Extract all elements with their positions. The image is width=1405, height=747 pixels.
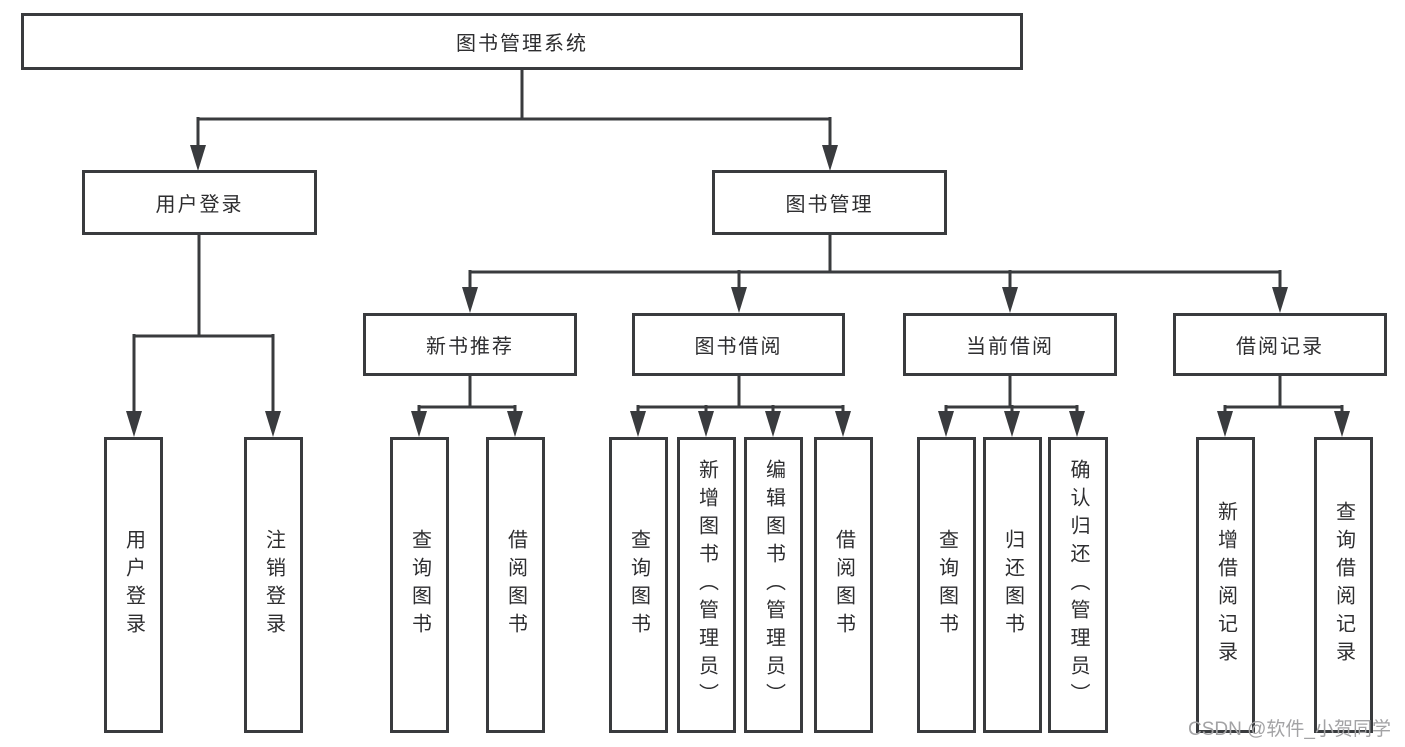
arrow-down-icon — [1069, 411, 1085, 437]
node-book-borrow: 图书借阅 — [632, 313, 845, 376]
leaf-add-borrow-record: 新增借阅记录 — [1196, 437, 1255, 733]
leaf-edit-book-admin: 编辑图书（管理员） — [744, 437, 803, 733]
arrow-down-icon — [698, 411, 714, 437]
leaf-confirm-return-admin: 确认归还（管理员） — [1048, 437, 1108, 733]
leaf-add-book-admin: 新增图书（管理员） — [677, 437, 736, 733]
leaf-query-books-current: 查询图书 — [917, 437, 976, 733]
leaf-logout: 注销登录 — [244, 437, 303, 733]
arrow-down-icon — [835, 411, 851, 437]
arrow-down-icon — [126, 411, 142, 437]
arrow-down-icon — [462, 287, 478, 313]
arrow-down-icon — [1002, 287, 1018, 313]
arrow-down-icon — [1334, 411, 1350, 437]
arrow-down-icon — [630, 411, 646, 437]
leaf-user-login: 用户登录 — [104, 437, 163, 733]
leaf-borrow-books-recommend: 借阅图书 — [486, 437, 545, 733]
arrow-down-icon — [507, 411, 523, 437]
leaf-query-books-recommend: 查询图书 — [390, 437, 449, 733]
arrow-down-icon — [190, 145, 206, 171]
arrow-down-icon — [265, 411, 281, 437]
arrow-down-icon — [1272, 287, 1288, 313]
arrow-down-icon — [1217, 411, 1233, 437]
arrow-down-icon — [1004, 411, 1020, 437]
arrow-down-icon — [938, 411, 954, 437]
leaf-borrow-books: 借阅图书 — [814, 437, 873, 733]
node-root-library-system: 图书管理系统 — [21, 13, 1023, 70]
node-borrow-records: 借阅记录 — [1173, 313, 1387, 376]
leaf-query-borrow-record: 查询借阅记录 — [1314, 437, 1373, 733]
arrow-down-icon — [822, 145, 838, 171]
arrow-down-icon — [731, 287, 747, 313]
arrowhead-icons — [126, 145, 1350, 437]
node-current-borrow: 当前借阅 — [903, 313, 1117, 376]
leaf-return-book: 归还图书 — [983, 437, 1042, 733]
node-new-book-recommend: 新书推荐 — [363, 313, 577, 376]
node-user-login-branch: 用户登录 — [82, 170, 317, 235]
csdn-watermark: CSDN @软件_小贺同学 — [1188, 719, 1391, 740]
node-book-management-branch: 图书管理 — [712, 170, 947, 235]
arrow-down-icon — [765, 411, 781, 437]
arrow-down-icon — [411, 411, 427, 437]
leaf-query-books-borrow: 查询图书 — [609, 437, 668, 733]
